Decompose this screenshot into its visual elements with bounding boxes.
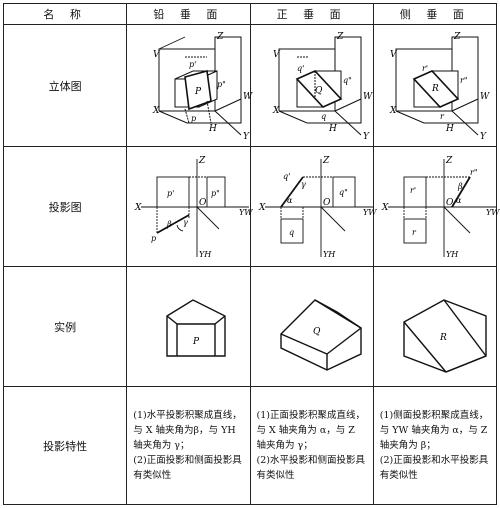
label-z: Z — [198, 156, 206, 166]
label-yh: YH — [446, 250, 459, 259]
projection-col1: X Z O YW YH p' p" p β γ — [126, 146, 254, 267]
label-x: X — [258, 203, 266, 213]
label-h: H — [328, 124, 337, 134]
projection-diagram-3: X Z O YW YH r' r" r α β — [381, 156, 500, 259]
label-q: q — [289, 228, 294, 237]
label-yw: YW — [239, 208, 253, 217]
label-P: P — [194, 87, 202, 97]
label-o: O — [199, 198, 207, 208]
label-r2: r" — [470, 168, 478, 177]
property-col1: (1)水平投影积聚成直线，与 X 轴夹角为β，与 YH 轴夹角为 γ； (2)正… — [126, 386, 251, 505]
label-yw: YW — [363, 208, 377, 217]
label-q1: q' — [283, 172, 290, 181]
label-yw: YW — [486, 208, 500, 217]
label-q: q — [321, 112, 326, 121]
property-col3-2: (2)正面投影和水平投影具有类似性 — [379, 455, 489, 481]
label-v: V — [153, 50, 161, 60]
projection-diagram-1: X Z O YW YH p' p" p β γ — [134, 156, 253, 259]
property-col3: (1)侧面投影积聚成直线，与 YW 轴夹角为 α，与 Z 轴夹角为 β； (2)… — [372, 386, 498, 505]
label-yh: YH — [323, 250, 336, 259]
solid-diagram-3: X V Z W H Y R r' r" r — [389, 32, 490, 142]
property-col2-2: (2)水平投影和侧面投影具有类似性 — [256, 455, 365, 481]
label-p2: p" — [217, 80, 226, 89]
label-o: O — [323, 198, 331, 208]
label-Q: Q — [313, 327, 321, 337]
label-w: W — [243, 92, 253, 102]
label-P: P — [192, 337, 200, 347]
label-w: W — [480, 92, 490, 102]
header-name: 名 称 — [2, 3, 128, 25]
property-col1-2: (2)正面投影和侧面投影具有类似性 — [133, 455, 242, 481]
label-z: Z — [453, 32, 461, 42]
example-diagram-3: R — [403, 298, 487, 373]
label-y: Y — [363, 132, 370, 142]
header-col2: 正 垂 面 — [249, 3, 374, 25]
label-q1: q' — [297, 64, 304, 73]
label-p1: p' — [167, 189, 174, 198]
label-beta: β — [166, 220, 172, 229]
solid-diagram-1: X V Z W H Y P p' p" p — [152, 32, 253, 142]
label-gamma: γ — [301, 180, 306, 189]
row-property: 投影特性 — [2, 386, 128, 505]
row-example: 实例 — [2, 266, 128, 387]
label-yh: YH — [199, 250, 212, 259]
label-x: X — [381, 203, 389, 213]
example-col1: P — [126, 266, 251, 387]
label-x: X — [134, 203, 142, 213]
label-v: V — [273, 50, 281, 60]
example-col2: Q — [249, 266, 374, 387]
label-h: H — [208, 124, 217, 134]
label-h: H — [445, 124, 454, 134]
projection-table: 名 称 铅 垂 面 正 垂 面 侧 垂 面 立体图 — [2, 3, 500, 505]
label-x: X — [389, 106, 397, 116]
property-col2-1: (1)正面投影积聚成直线，与 X 轴夹角为 α，与 Z 轴夹角为 γ； — [256, 410, 365, 451]
label-v: V — [390, 50, 398, 60]
projection-col3: X Z O YW YH r' r" r α β — [372, 146, 500, 267]
projection-diagram-2: X Z O YW YH q' q" q α γ — [258, 156, 377, 259]
label-w: W — [363, 92, 373, 102]
label-z: Z — [322, 156, 330, 166]
label-r2: r" — [460, 76, 468, 85]
label-alpha: α — [287, 196, 293, 205]
solid-col2: X V Z W H Y Q q' q" q — [249, 24, 374, 147]
header-col3: 侧 垂 面 — [372, 3, 498, 25]
label-p1: p' — [189, 60, 196, 69]
label-x: X — [272, 106, 280, 116]
property-col2: (1)正面投影积聚成直线，与 X 轴夹角为 α，与 Z 轴夹角为 γ； (2)水… — [249, 386, 374, 505]
row-solid: 立体图 — [2, 24, 128, 147]
label-y: Y — [480, 132, 487, 142]
label-q2: q" — [343, 76, 352, 85]
label-R: R — [431, 84, 439, 94]
label-q2: q" — [339, 188, 348, 197]
solid-col3: X V Z W H Y R r' r" r — [372, 24, 498, 147]
label-r1: r' — [410, 186, 416, 195]
label-p: p — [191, 114, 196, 123]
label-o: O — [446, 198, 454, 208]
label-beta: β — [457, 182, 463, 191]
example-diagram-1: P — [166, 298, 226, 357]
label-gamma: γ — [183, 218, 188, 227]
solid-diagram-2: X V Z W H Y Q q' q" q — [272, 32, 373, 142]
property-col3-1: (1)侧面投影积聚成直线，与 YW 轴夹角为 α，与 Z 轴夹角为 β； — [379, 410, 489, 451]
label-x: X — [152, 106, 160, 116]
example-diagram-2: Q — [279, 298, 362, 371]
solid-col1: X V Z W H Y P p' p" p — [126, 24, 253, 147]
header-col1: 铅 垂 面 — [126, 3, 251, 25]
projection-col2: X Z O YW YH q' q" q α γ — [249, 146, 377, 267]
label-Q: Q — [315, 86, 323, 96]
label-r: r — [440, 112, 445, 121]
label-p: p — [151, 234, 156, 243]
example-col3: R — [372, 266, 498, 387]
label-z: Z — [216, 32, 224, 42]
label-p2: p" — [211, 189, 220, 198]
property-col1-1: (1)水平投影积聚成直线，与 X 轴夹角为β，与 YH 轴夹角为 γ； — [133, 410, 242, 451]
label-z: Z — [445, 156, 453, 166]
row-projection: 投影图 — [2, 146, 128, 267]
label-r1: r' — [422, 64, 428, 73]
label-y: Y — [243, 132, 250, 142]
label-z: Z — [336, 32, 344, 42]
label-r: r — [412, 228, 417, 237]
label-R: R — [439, 333, 447, 343]
label-alpha: α — [456, 196, 462, 205]
